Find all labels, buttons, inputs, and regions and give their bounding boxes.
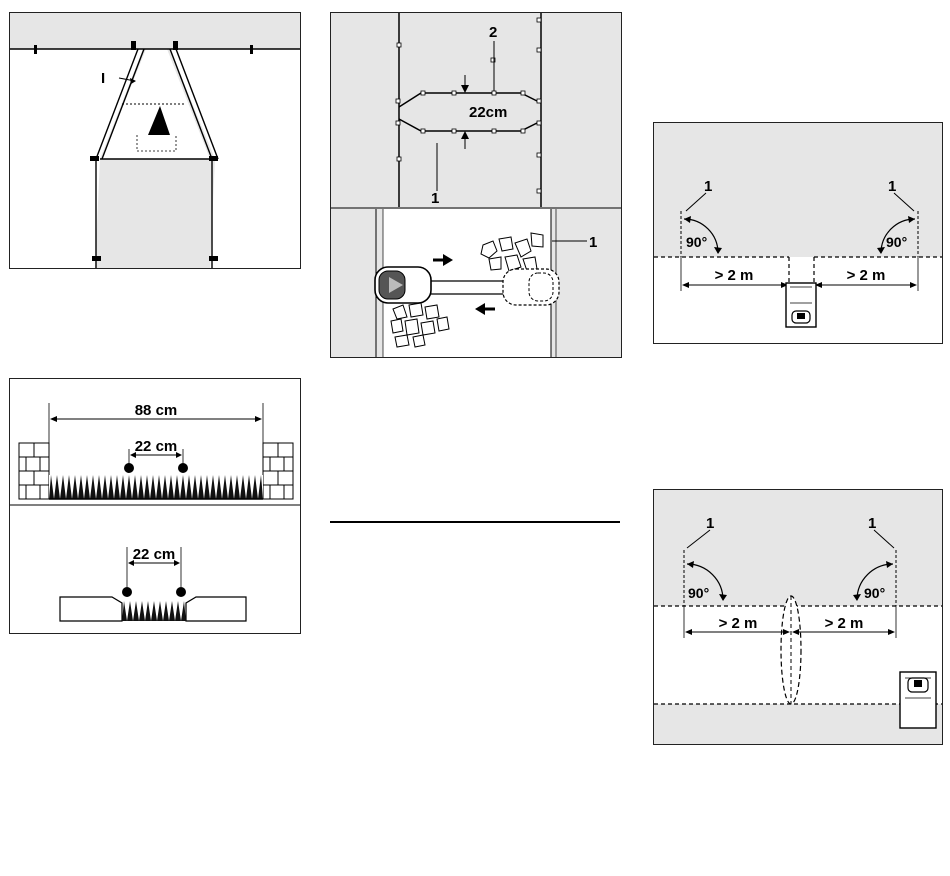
guide-label: 1 [431,190,439,207]
wire-dot-right [178,463,188,473]
corridor-diagram: I [10,13,300,268]
crossing-angle-right: 90° [864,585,885,601]
station-angle-right: 90° [886,234,907,250]
crossing-label-left: 1 [706,515,714,532]
lawn-area-lower [654,704,942,744]
crossing-dist-left: > 2 m [719,615,758,632]
hedge-width-label: 88 cm [135,402,178,419]
figure-passage: 2 22cm 1 1 [330,12,622,358]
station-diagram: 1 1 90° 90° > 2 m > 2 m [654,123,942,343]
station-dist-left: > 2 m [715,267,754,284]
side-label: 1 [589,234,597,251]
brick-wall-right [263,443,293,499]
figure-hedge: 88 cm 22 cm 22 cm [9,378,301,634]
brick-wall-left [19,443,49,499]
station-angle-left: 90° [686,234,707,250]
crossing-label-right: 1 [868,515,876,532]
hedge-inner-label: 22 cm [135,438,178,455]
figure-corridor: I [9,12,301,269]
station-label-right: 1 [888,178,896,195]
marker-label: I [101,70,105,87]
crossing-angle-left: 90° [688,585,709,601]
hedge-diagram: 88 cm 22 cm 22 cm [10,379,300,633]
section-divider [330,521,620,523]
grass-gap [122,601,186,621]
lawn-top [10,13,300,49]
gap-inner-label: 22 cm [133,546,176,563]
figure-station: 1 1 90° 90° > 2 m > 2 m [653,122,943,344]
wire-label: 2 [489,24,497,41]
crossing-diagram: 1 1 90° 90° > 2 m > 2 m [654,490,942,744]
crossing-dist-right: > 2 m [825,615,864,632]
curb-right [186,597,246,621]
curb-left [60,597,122,621]
grass-strip [49,475,263,499]
passage-diagram: 2 22cm 1 1 [331,13,621,357]
station-dist-right: > 2 m [847,267,886,284]
gap-label: 22cm [469,104,507,121]
station-label-left: 1 [704,178,712,195]
figure-crossing: 1 1 90° 90° > 2 m > 2 m [653,489,943,745]
mower-ghost-icon [503,269,559,305]
wire-dot-left [124,463,134,473]
